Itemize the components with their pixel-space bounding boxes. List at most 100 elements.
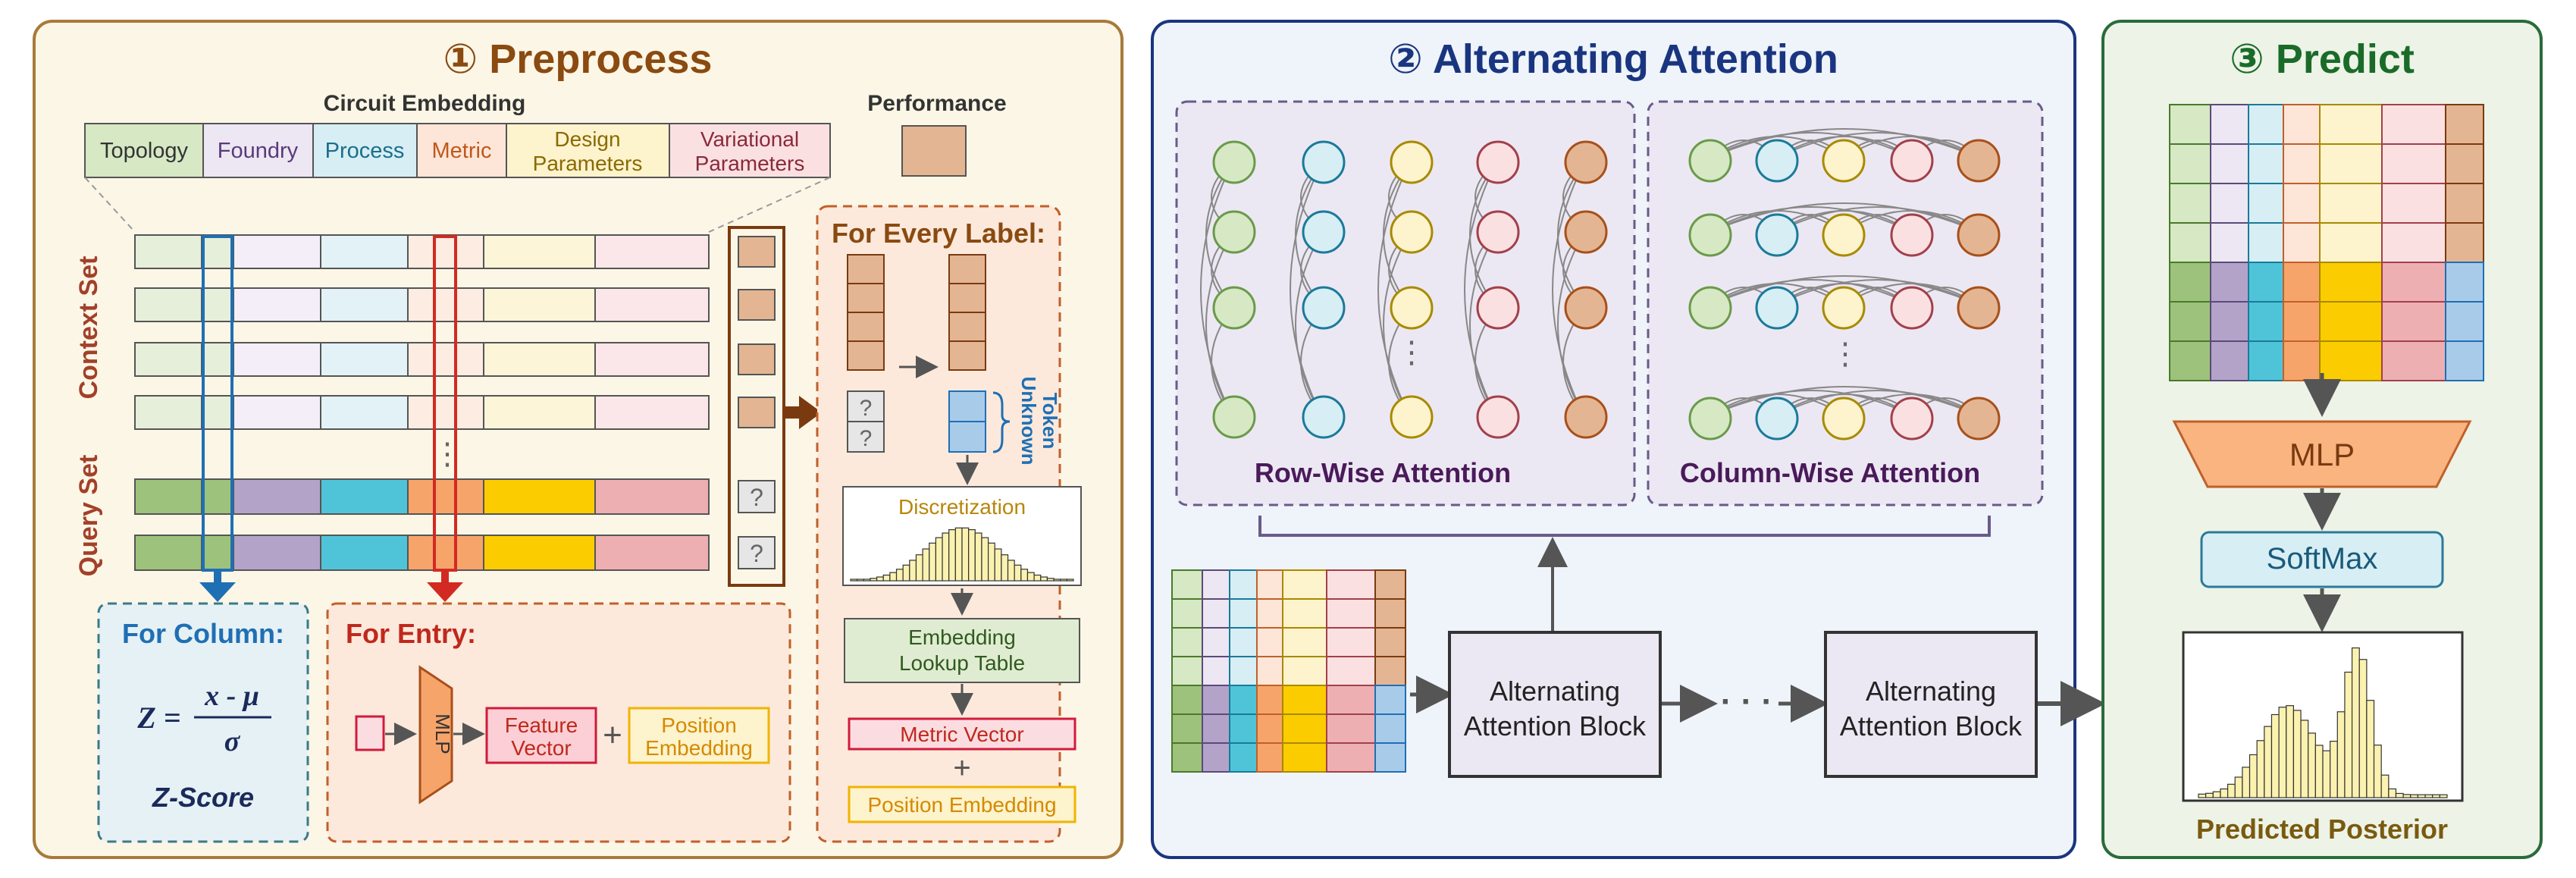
attention-node: [1957, 286, 2001, 330]
lookup-label-2: Lookup Table: [899, 651, 1025, 675]
attention-edge: [1709, 202, 1979, 233]
attention-node: [1822, 213, 1866, 257]
grid-cell: [2210, 262, 2249, 303]
performance-cell: [738, 343, 776, 375]
grid-cell: [2169, 301, 2211, 342]
grid-cell: [1171, 742, 1203, 773]
histogram-bar: [2234, 776, 2243, 798]
grid-cell: [1256, 685, 1283, 715]
block-n-line-2: Attention Block: [1840, 710, 2023, 742]
grid-cell: [2381, 262, 2446, 303]
attention-edge: [1709, 132, 1913, 158]
unknown-mark: ?: [750, 540, 763, 567]
unknown-mark: ?: [750, 484, 763, 511]
histogram-bar: [2242, 767, 2251, 798]
header-process: [312, 123, 418, 178]
histogram-bar: [870, 578, 878, 582]
grid-cell: [1202, 569, 1230, 600]
discretization-label: Discretization: [898, 495, 1026, 519]
grid-cell: [1171, 685, 1203, 715]
histogram-bar: [2314, 745, 2324, 798]
attention-input-grid: [1171, 569, 1406, 773]
histogram-bar: [2292, 710, 2302, 798]
histogram-bar: [2351, 647, 2360, 798]
histogram-bar: [2388, 788, 2397, 798]
attention-edge: [1776, 132, 1979, 158]
attention-node: [1755, 286, 1799, 330]
histogram-bar: [1020, 569, 1029, 582]
attention-edge: [1709, 128, 1979, 158]
histogram-bar: [915, 554, 923, 582]
context-row: [134, 395, 710, 430]
label-arrow-head: [799, 396, 822, 429]
histogram-bar: [2336, 711, 2346, 798]
attention-edge: [1377, 161, 1411, 418]
grid-cell: [1202, 598, 1230, 629]
grid-cell: [1326, 656, 1376, 686]
histogram-bar: [2264, 726, 2273, 798]
attention-edge: [1469, 231, 1497, 418]
preprocess-title: ① Preprocess: [443, 36, 713, 82]
grid-cell: [1171, 713, 1203, 744]
histogram-bar: [2270, 713, 2280, 798]
attention-node: [1688, 213, 1732, 257]
attention-node: [1688, 286, 1732, 330]
histogram-bar: [2344, 671, 2353, 798]
grid-cell: [1171, 598, 1203, 629]
unknown-label: Unknown: [1017, 377, 1040, 466]
grid-cell: [2381, 340, 2446, 381]
attention-node: [1564, 395, 1608, 439]
attention-node: [1688, 139, 1732, 183]
grid-cell: [2445, 262, 2484, 303]
header-foundry-label: Foundry: [218, 139, 299, 163]
histogram-bar: [2373, 745, 2382, 798]
histogram-bar: [2212, 791, 2221, 798]
grid-cell: [1202, 656, 1230, 686]
grid-cell: [2319, 222, 2383, 263]
attention-edge: [1383, 231, 1411, 418]
histogram-bar: [1046, 578, 1055, 582]
histogram-bar: [954, 527, 963, 582]
embedding-lookup-table: [844, 618, 1080, 683]
query-rows: [134, 478, 710, 571]
attention-node: [1957, 139, 2001, 183]
attention-edge: [1295, 231, 1323, 418]
attention-edge: [1776, 206, 1979, 233]
attention-edge: [1776, 390, 1979, 416]
grid-cell: [2210, 301, 2249, 342]
histogram-bar: [1053, 579, 1061, 582]
header-variational: [669, 123, 831, 178]
grid-cell: [2381, 222, 2446, 263]
histogram-bar: [929, 542, 937, 582]
histogram-bar: [882, 574, 891, 582]
header-foundry: [202, 123, 314, 178]
header-design-label-1: Design: [554, 127, 620, 151]
grid-cell: [2248, 143, 2284, 184]
position-embedding-label: Position Embedding: [867, 793, 1056, 817]
block-1-line-1: Alternating: [1490, 676, 1620, 707]
predict-grid: [2169, 104, 2484, 381]
attention-node: [1476, 210, 1520, 254]
row-wise-vdots: ⋮: [1396, 336, 1427, 369]
grid-cell: [2210, 340, 2249, 381]
attention-node: [1564, 210, 1608, 254]
histogram-bar: [889, 572, 898, 582]
query-row: [134, 535, 710, 571]
grid-cell: [1374, 656, 1406, 686]
attention-block-1: [1448, 631, 1662, 778]
grid-cell: [2283, 222, 2321, 263]
header-design: [506, 123, 670, 178]
grid-cell: [1374, 598, 1406, 629]
unknown-performance-cell: [738, 480, 776, 513]
position-embedding-box: [848, 785, 1076, 823]
grid-cell: [1326, 685, 1376, 715]
grid-cell: [2445, 222, 2484, 263]
histogram-bar: [895, 569, 904, 582]
grid-cell: [2445, 183, 2484, 224]
attention-node: [1890, 213, 1934, 257]
histogram-bar: [2205, 792, 2214, 798]
grid-cell: [2319, 262, 2383, 303]
performance-cell: [738, 236, 776, 268]
attention-node: [1302, 395, 1346, 439]
attention-node: [1890, 397, 1934, 441]
